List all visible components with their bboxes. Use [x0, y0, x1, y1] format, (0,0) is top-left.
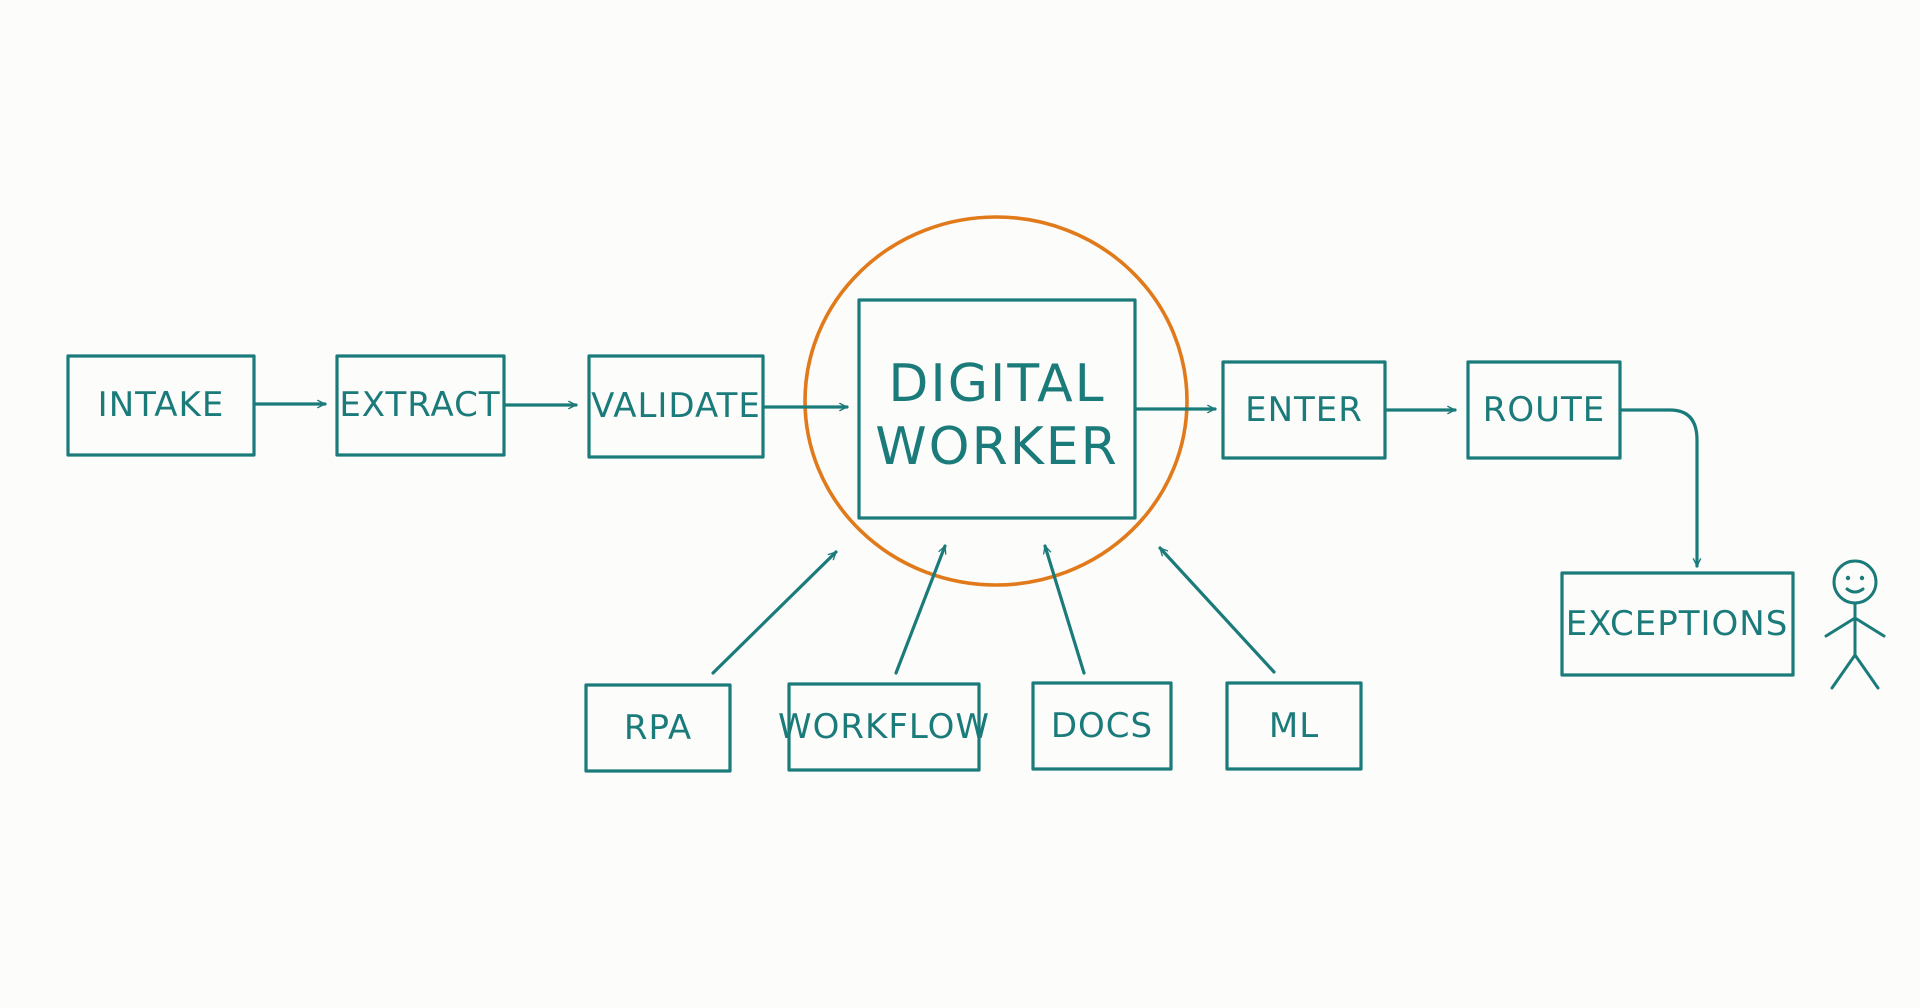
node-enter: ENTER: [1221, 360, 1387, 460]
edge-docs-to-digital-worker: [1042, 544, 1086, 675]
node-ml: ML: [1225, 681, 1363, 771]
node-docs-label: DOCS: [1051, 706, 1153, 746]
edge-route-to-exceptions: [1618, 408, 1702, 568]
node-workflow-label: WORKFLOW: [778, 707, 990, 747]
node-docs-box: [1031, 681, 1173, 771]
node-docs: DOCS: [1031, 681, 1173, 771]
node-intake-label: INTAKE: [98, 385, 225, 425]
node-route-label: ROUTE: [1483, 390, 1606, 430]
node-ml-box: [1225, 681, 1363, 771]
node-exceptions-label: EXCEPTIONS: [1566, 604, 1789, 644]
node-rpa: RPA: [584, 683, 732, 773]
edge-rpa-to-digital-worker: [711, 550, 838, 675]
edge-workflow-to-digital-worker: [894, 544, 947, 675]
node-rpa-label: RPA: [624, 708, 692, 748]
node-ml-label: ML: [1269, 706, 1319, 746]
node-workflow: WORKFLOW: [778, 682, 990, 772]
node-route: ROUTE: [1466, 360, 1622, 460]
node-exceptions: EXCEPTIONS: [1560, 571, 1795, 677]
node-rpa-box: [584, 683, 732, 773]
node-workflow-box: [787, 682, 981, 772]
node-digital-worker-label-line2: WORKER: [875, 417, 1119, 477]
digital-worker-highlight-ring: [803, 215, 1189, 587]
edge-ml-to-digital-worker: [1158, 546, 1276, 674]
node-enter-label: ENTER: [1245, 390, 1363, 430]
node-intake: INTAKE: [66, 354, 256, 457]
node-validate: VALIDATE: [587, 354, 765, 459]
node-validate-label: VALIDATE: [591, 386, 761, 426]
node-extract-label: EXTRACT: [339, 385, 500, 425]
node-digital-worker-label-line1: DIGITAL: [888, 354, 1105, 414]
person-icon: [1824, 559, 1886, 690]
node-extract: EXTRACT: [335, 354, 506, 457]
node-exceptions-box: [1560, 571, 1795, 677]
node-digital-worker: DIGITAL WORKER: [857, 298, 1137, 520]
